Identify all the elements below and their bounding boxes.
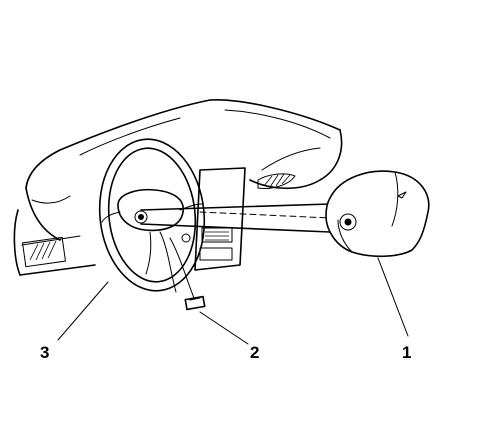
callout-2: 2	[250, 343, 259, 362]
steering-column	[159, 231, 195, 299]
left-vent	[22, 236, 66, 268]
inflator-module	[325, 170, 430, 258]
leader-lines	[57, 257, 409, 345]
airbag-connector	[184, 295, 206, 311]
instrument-panel	[13, 99, 343, 276]
steering-wheel	[98, 138, 206, 292]
callout-3: 3	[40, 343, 49, 362]
center-console	[194, 167, 246, 271]
right-vent	[257, 173, 296, 189]
alignment-lines	[140, 203, 331, 233]
callout-1: 1	[402, 343, 411, 362]
